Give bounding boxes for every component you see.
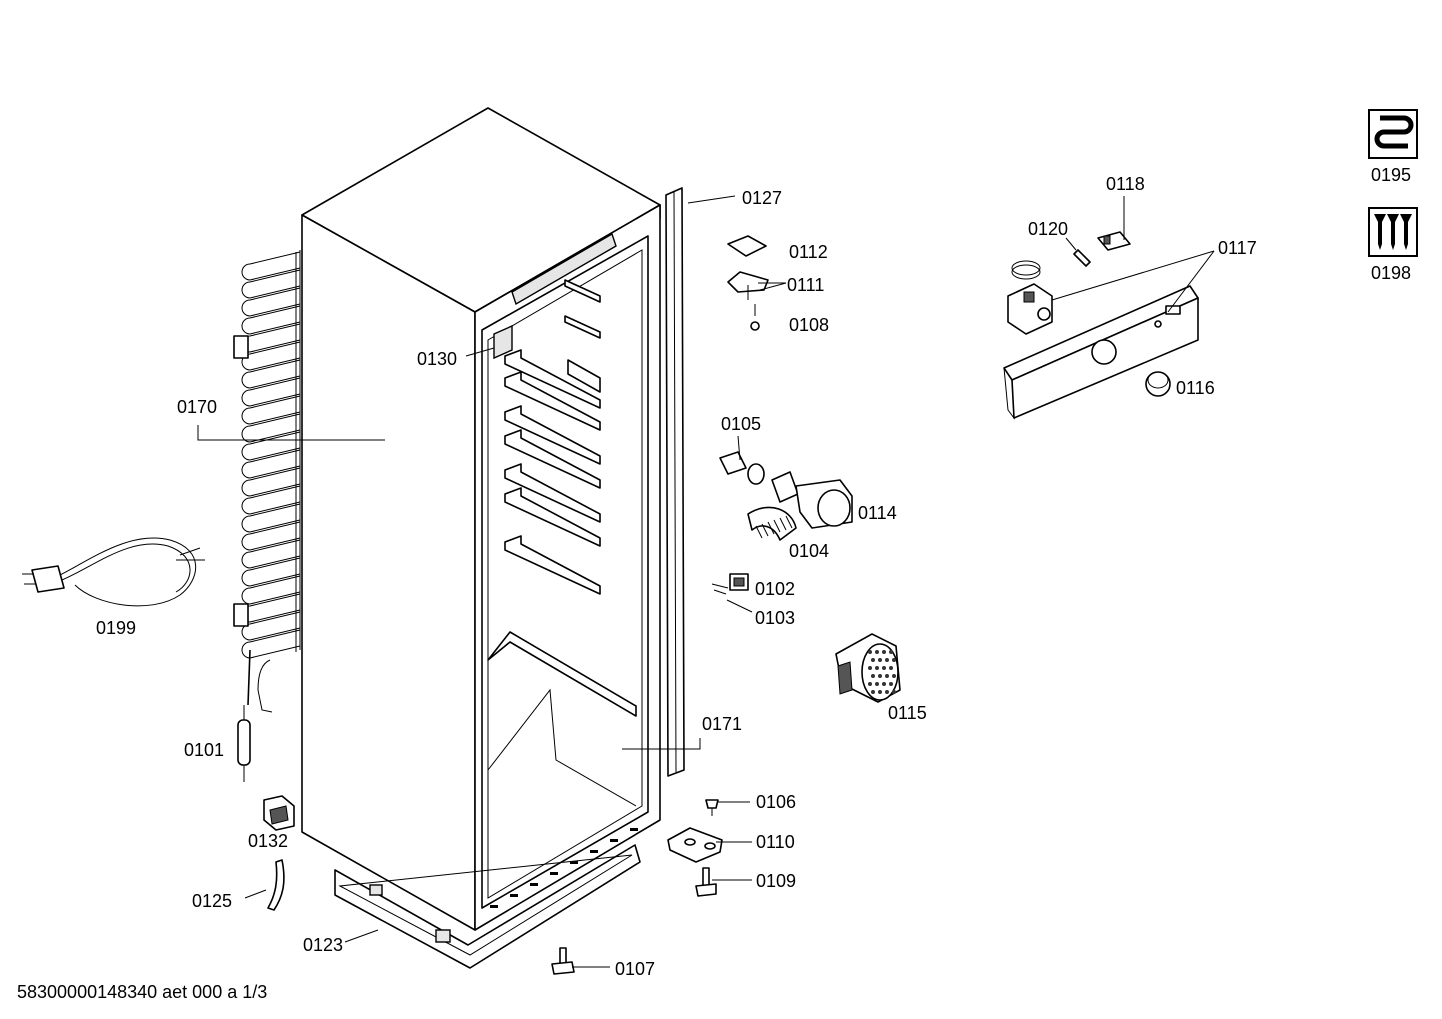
- label-0123: 0123: [303, 935, 343, 955]
- label-0120: 0120: [1028, 219, 1068, 239]
- condenser-coil: [233, 250, 301, 713]
- screw-0106: [705, 799, 719, 816]
- coil-icon: [1368, 109, 1418, 159]
- label-0114: 0114: [858, 503, 897, 523]
- label-0195: 0195: [1371, 165, 1411, 185]
- label-0116: 0116: [1176, 378, 1215, 398]
- power-cord: [22, 537, 205, 607]
- lamp-housing: [795, 479, 853, 529]
- control-panel: [1003, 285, 1199, 420]
- label-0130: 0130: [417, 349, 457, 369]
- cabinet-base: [334, 844, 641, 969]
- part-labels: 0127 0112 0111 0108 0130 0170 0105 0114 …: [96, 165, 1411, 979]
- switch-0118: [1097, 231, 1131, 251]
- label-0109: 0109: [756, 871, 796, 891]
- label-0118: 0118: [1106, 174, 1145, 194]
- refrigerator-cabinet: [301, 107, 661, 931]
- sensor-0120: [1073, 249, 1091, 267]
- hinge-cover-0112: [727, 235, 767, 257]
- screws-icon: [1368, 207, 1418, 257]
- door-seal-strip: [665, 187, 685, 777]
- foot-0109: [695, 867, 717, 897]
- lamp-cover: [747, 506, 797, 541]
- label-0199: 0199: [96, 618, 136, 638]
- label-0125: 0125: [192, 891, 232, 911]
- label-0108: 0108: [789, 315, 829, 335]
- adjustable-foot: [551, 947, 575, 975]
- label-0112: 0112: [789, 242, 828, 262]
- label-0132: 0132: [248, 831, 288, 851]
- filter-dryer: [237, 705, 251, 782]
- label-0103: 0103: [755, 608, 795, 628]
- clip-part: [263, 795, 295, 831]
- hinge-0111: [727, 271, 769, 300]
- label-0171: 0171: [702, 714, 742, 734]
- fan-cover: [835, 633, 901, 703]
- light-switch: [711, 573, 749, 595]
- label-0198: 0198: [1371, 263, 1411, 283]
- label-0102: 0102: [755, 579, 795, 599]
- label-0104: 0104: [789, 541, 829, 561]
- leader-lines: [197, 195, 1215, 968]
- control-knob-0116: [1145, 371, 1171, 397]
- lower-hinge-0110: [667, 827, 723, 863]
- lamp-bulb: [719, 451, 799, 503]
- label-0127: 0127: [742, 188, 782, 208]
- drain-tube: [267, 859, 285, 911]
- label-0107: 0107: [615, 959, 655, 979]
- label-0105: 0105: [721, 414, 761, 434]
- label-0117: 0117: [1218, 238, 1257, 258]
- label-0111: 0111: [787, 275, 824, 295]
- label-0170: 0170: [177, 397, 217, 417]
- label-0110: 0110: [756, 832, 795, 852]
- label-0101: 0101: [184, 740, 224, 760]
- document-id: 58300000148340 aet 000 a 1/3: [17, 982, 267, 1002]
- label-0115: 0115: [888, 703, 927, 723]
- label-0106: 0106: [756, 792, 796, 812]
- thermostat: [1007, 260, 1053, 335]
- hinge-pin-0108: [750, 304, 760, 331]
